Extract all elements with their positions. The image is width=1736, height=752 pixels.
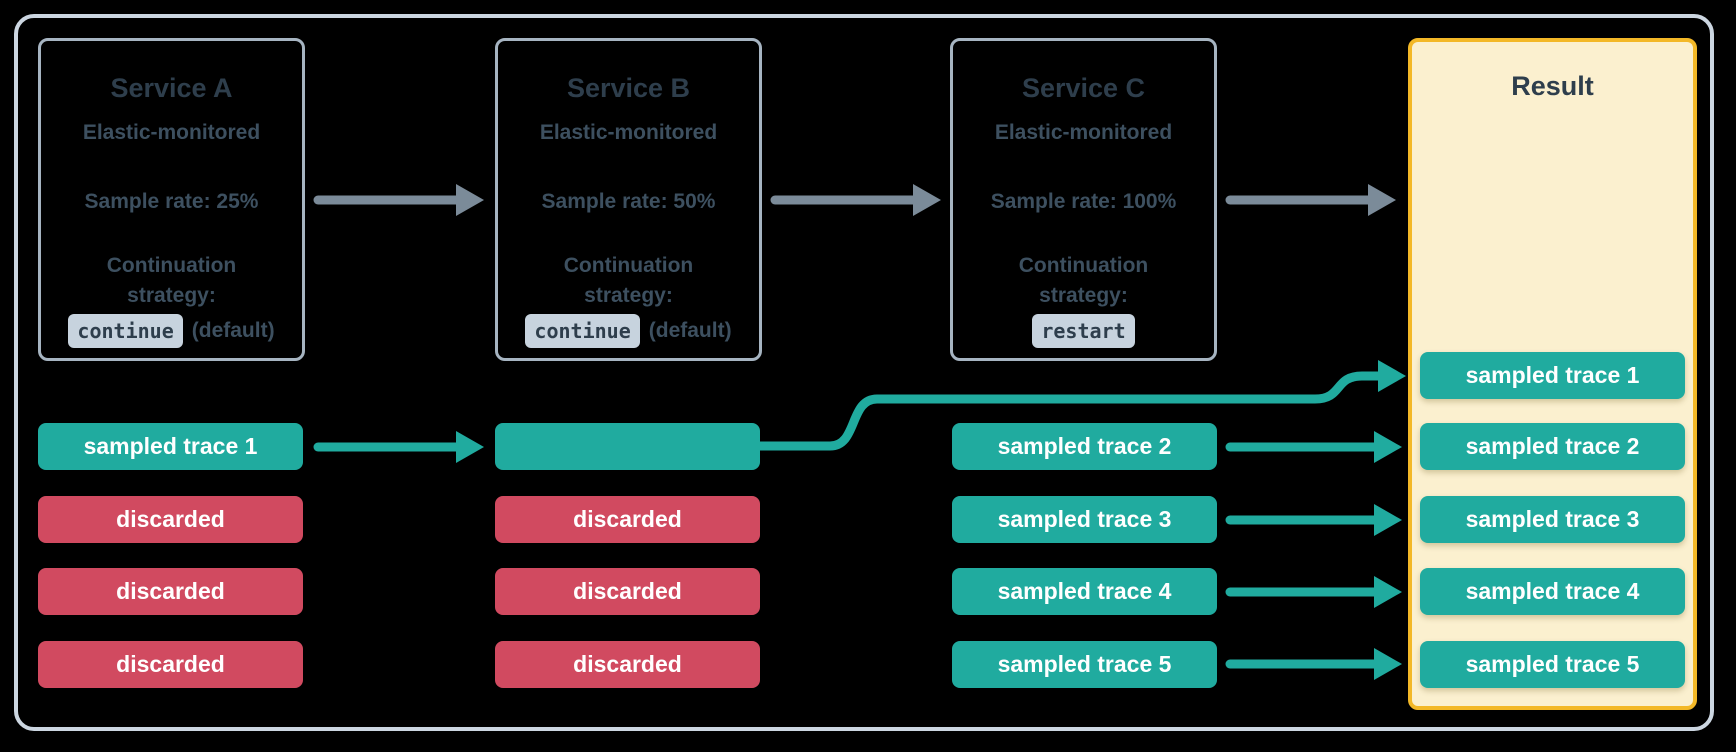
- service-b-strategy-chip: continue: [525, 314, 640, 348]
- service-b-strategy-row: continue (default): [525, 314, 732, 348]
- service-a-pill-discarded-2: discarded: [38, 568, 303, 615]
- result-pill-sampled-trace-4: sampled trace 4: [1420, 568, 1685, 615]
- service-a-pill-discarded-1: discarded: [38, 496, 303, 543]
- result-title: Result: [1511, 71, 1594, 101]
- result-pill-sampled-trace-2: sampled trace 2: [1420, 423, 1685, 470]
- service-b-pill-discarded-2: discarded: [495, 568, 760, 615]
- service-c-title: Service C: [1021, 73, 1146, 103]
- service-c-subtitle: Elastic-monitored: [994, 121, 1173, 144]
- service-b-title: Service B: [566, 73, 691, 103]
- service-b-strategy-note: (default): [648, 319, 732, 342]
- service-a-subtitle: Elastic-monitored: [82, 121, 261, 144]
- service-c-strategy-chip: restart: [1032, 314, 1135, 348]
- service-b-pill-discarded-3: discarded: [495, 641, 760, 688]
- service-a-strategy-note: (default): [191, 319, 275, 342]
- service-c-sample-rate: Sample rate: 100%: [990, 190, 1177, 213]
- service-c-pill-sampled-trace-2: sampled trace 2: [952, 423, 1217, 470]
- service-b-sample-rate: Sample rate: 50%: [541, 190, 716, 213]
- service-b-strategy-label: Continuation strategy:: [563, 254, 694, 307]
- service-a-strategy-row: continue (default): [68, 314, 275, 348]
- service-c-strategy-label: Continuation strategy:: [1018, 254, 1149, 307]
- service-b-pill-discarded-1: discarded: [495, 496, 760, 543]
- service-c-box: Service C Elastic-monitored Sample rate:…: [950, 38, 1217, 361]
- service-b-box: Service B Elastic-monitored Sample rate:…: [495, 38, 762, 361]
- result-pill-sampled-trace-1: sampled trace 1: [1420, 352, 1685, 399]
- outer-frame: [14, 14, 1714, 731]
- service-b-pill-sampled-unlabeled: [495, 423, 760, 470]
- service-b-subtitle: Elastic-monitored: [539, 121, 718, 144]
- service-c-pill-sampled-trace-3: sampled trace 3: [952, 496, 1217, 543]
- service-a-strategy-chip: continue: [68, 314, 183, 348]
- service-c-strategy-row: restart: [1032, 314, 1135, 348]
- service-a-pill-discarded-3: discarded: [38, 641, 303, 688]
- service-a-box: Service A Elastic-monitored Sample rate:…: [38, 38, 305, 361]
- result-pill-sampled-trace-3: sampled trace 3: [1420, 496, 1685, 543]
- service-a-title: Service A: [110, 73, 233, 103]
- service-a-pill-sampled-trace-1: sampled trace 1: [38, 423, 303, 470]
- result-panel: Result sampled trace 1 sampled trace 2 s…: [1408, 38, 1697, 710]
- service-a-sample-rate: Sample rate: 25%: [84, 190, 259, 213]
- service-c-pill-sampled-trace-5: sampled trace 5: [952, 641, 1217, 688]
- service-c-pill-sampled-trace-4: sampled trace 4: [952, 568, 1217, 615]
- result-pill-sampled-trace-5: sampled trace 5: [1420, 641, 1685, 688]
- service-a-strategy-label: Continuation strategy:: [106, 254, 237, 307]
